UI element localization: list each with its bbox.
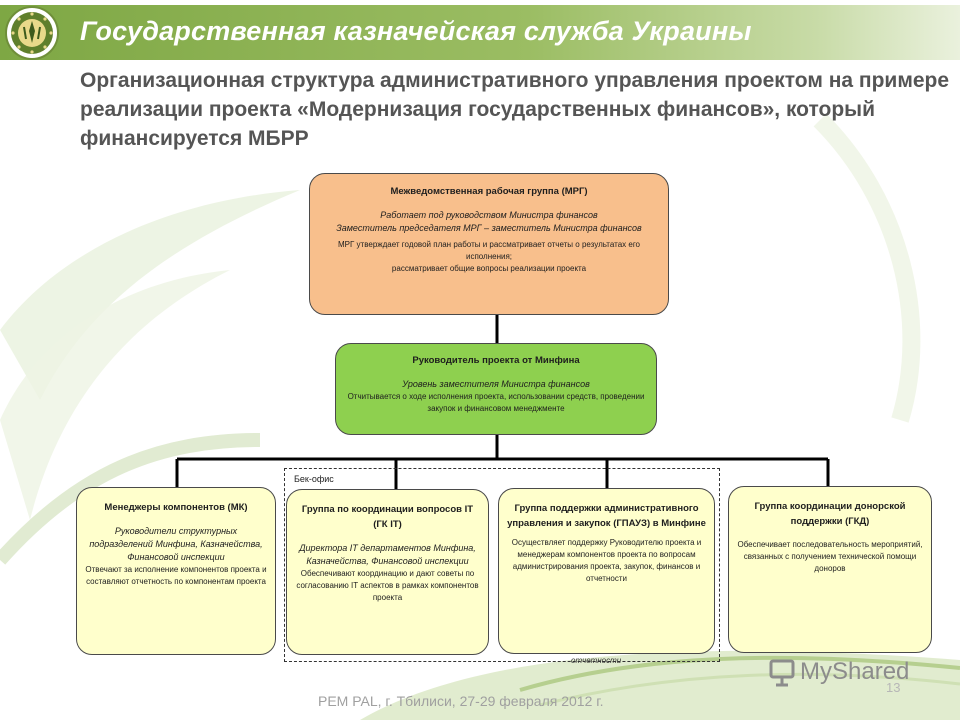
mk-line-1: Руководители структурных подразделений М… xyxy=(89,526,263,562)
header-bar xyxy=(0,5,960,60)
watermark-text: MyShared xyxy=(800,658,910,685)
mrg-line-3: МРГ утверждает годовой план работы и рас… xyxy=(337,240,641,261)
gpauz-title: Группа поддержки административного управ… xyxy=(507,503,706,529)
mk-title: Менеджеры компонентов (МК) xyxy=(104,502,248,513)
gkd-title: Группа координации донорской поддержки (… xyxy=(754,501,906,527)
donor-coordination-box: Группа координации донорской поддержки (… xyxy=(728,486,932,653)
admin-procurement-support-box: Группа поддержки административного управ… xyxy=(498,488,715,654)
gkd-line-1: Обеспечивает последовательность мероприя… xyxy=(737,540,923,573)
it-title: Группа по координации вопросов IT (ГК IT… xyxy=(301,504,474,530)
mrg-line-2: Заместитель председателя МРГ – заместите… xyxy=(336,223,642,233)
pm-line-2: Отчитывается о ходе исполнения проекта, … xyxy=(347,392,645,413)
component-managers-box: Менеджеры компонентов (МК) Руководители … xyxy=(76,487,276,655)
it-line-2: Обеспечивают координацию и дают советы п… xyxy=(296,569,479,602)
slide-title: Организационная структура административн… xyxy=(80,69,950,150)
pm-line-1: Уровень заместителя Министра финансов xyxy=(402,379,590,389)
footer-text: PEM PAL, г. Тбилиси, 27-29 февраля 2012 … xyxy=(318,693,604,709)
backoffice-frame xyxy=(284,468,720,662)
myshared-watermark: MyShared xyxy=(768,657,909,687)
mk-line-2: Отвечают за исполнение компонентов проек… xyxy=(85,565,267,586)
stray-reporting-text: отчетности xyxy=(571,656,622,665)
project-manager-box: Руководитель проекта от Минфина Уровень … xyxy=(335,343,657,435)
mrg-title: Межведомственная рабочая группа (МРГ) xyxy=(390,186,588,197)
presentation-board-icon xyxy=(769,659,795,687)
mrg-box: Межведомственная рабочая группа (МРГ) Ра… xyxy=(309,173,669,315)
mrg-line-1: Работает под руководством Министра финан… xyxy=(380,210,598,220)
mrg-line-4: рассматривает общие вопросы реализации п… xyxy=(391,264,587,273)
treasury-emblem-icon xyxy=(5,6,59,60)
backoffice-label: Бек-офис xyxy=(294,474,334,484)
it-line-1: Директора IT департаментов Минфина, Казн… xyxy=(299,543,476,566)
header-title: Государственная казначейская служба Укра… xyxy=(80,16,752,46)
it-coordination-box: Группа по координации вопросов IT (ГК IT… xyxy=(286,489,489,655)
pm-title: Руководитель проекта от Минфина xyxy=(412,355,580,366)
gpauz-line-1: Осуществляет поддержку Руководителю прое… xyxy=(511,538,702,583)
slide-number: 13 xyxy=(886,680,901,695)
